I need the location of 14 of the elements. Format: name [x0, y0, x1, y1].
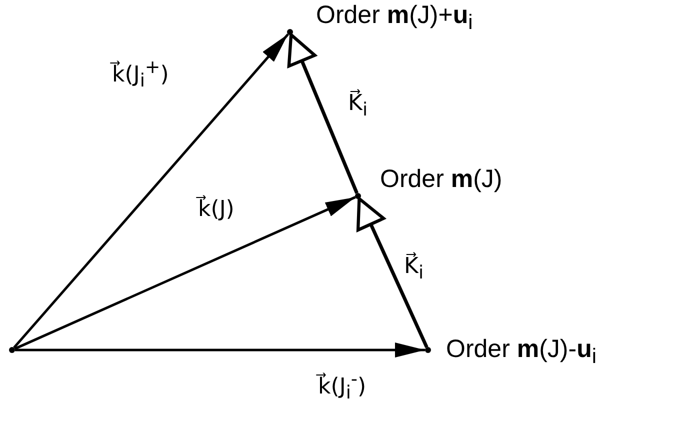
vertex-point: [287, 29, 293, 35]
vector-arrow: [14, 196, 356, 350]
vector-arrow: [287, 33, 359, 194]
order-label: Order m(J)-u$_{i}$: [446, 336, 596, 369]
order-label: Order m(J)+u$_{i}$: [316, 2, 473, 35]
vector-arrow: [15, 342, 425, 358]
vertex-point: [355, 193, 361, 199]
vector-label: k⃗(J$_{i}$$^{-}$): [318, 370, 366, 404]
vector-label: k⃗(J$_{i}$$^{+}$): [112, 58, 169, 92]
vector-arrow: [356, 197, 428, 348]
order-label: Order m(J): [380, 166, 502, 194]
vertex-point: [9, 347, 15, 353]
vector-arrow: [13, 33, 289, 349]
vertex-point: [425, 347, 431, 353]
